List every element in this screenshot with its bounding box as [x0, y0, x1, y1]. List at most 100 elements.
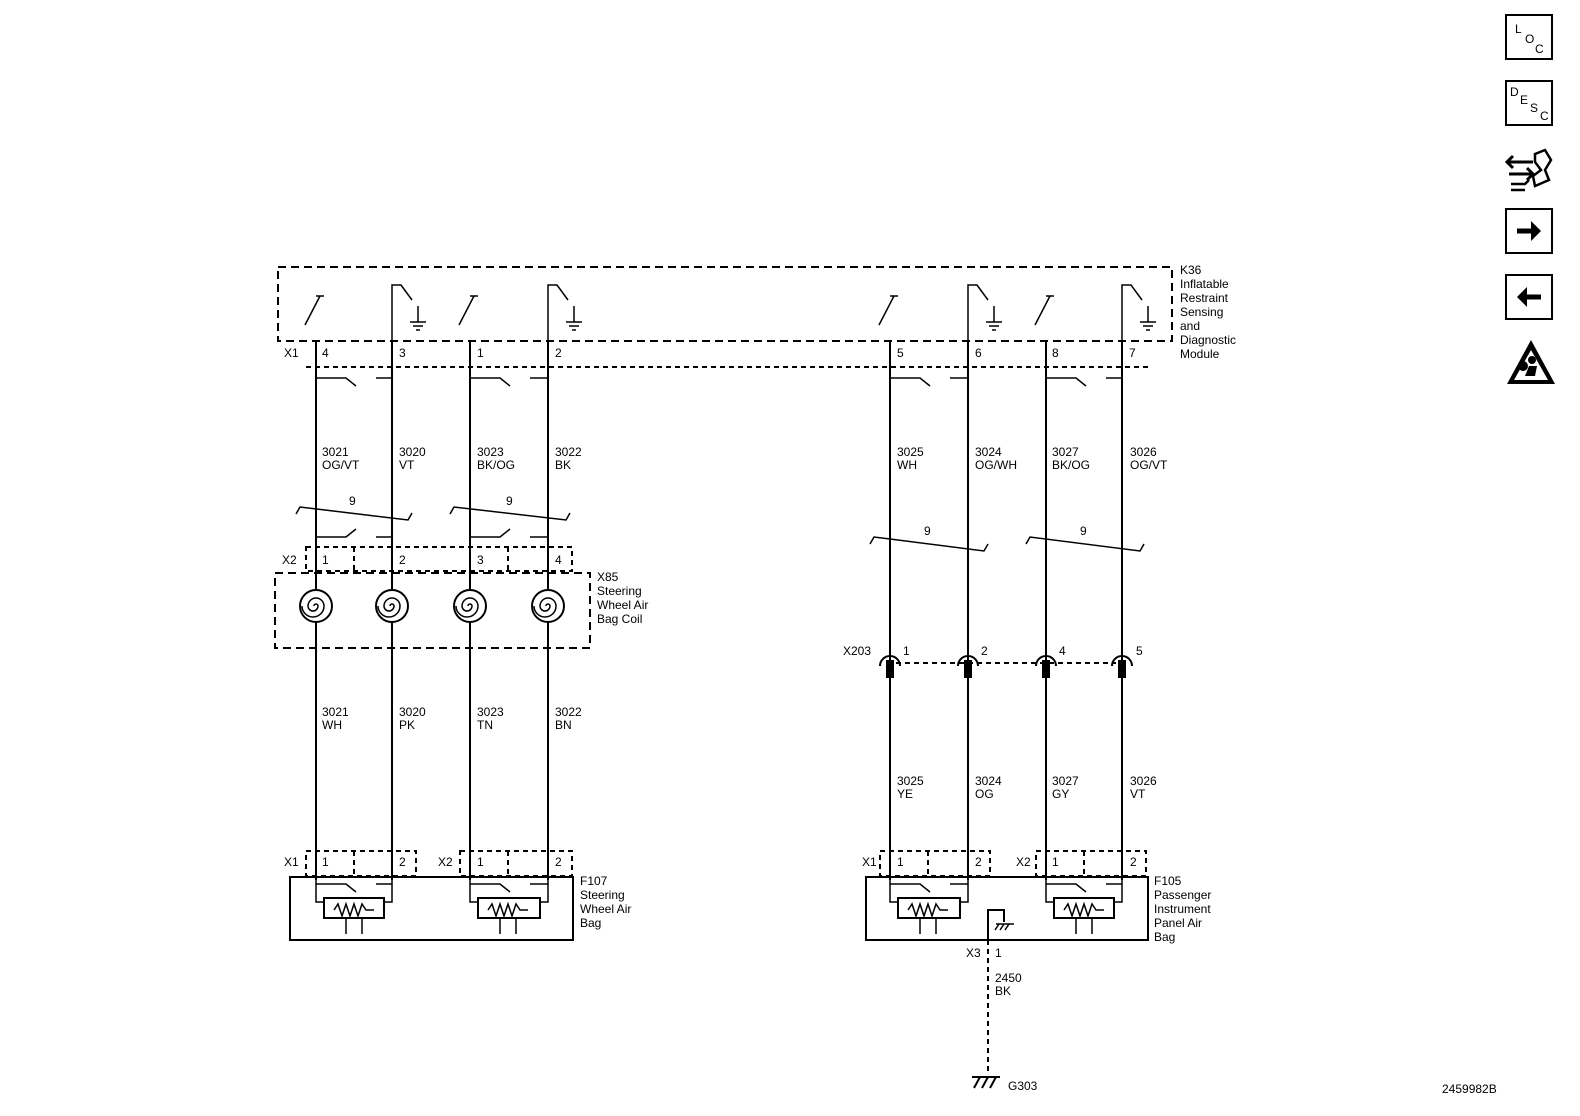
f107-pin: 1	[322, 855, 329, 869]
k36-desc-line-4: and	[1180, 319, 1200, 333]
wire-label-circuit: 3026	[1130, 445, 1157, 459]
f107-pin: 2	[399, 855, 406, 869]
x203-pin-5: 5	[1136, 644, 1143, 658]
ground-g303-label: G303	[1008, 1079, 1038, 1093]
f105-x2-label: X2	[1016, 855, 1031, 869]
arrow-left-icon	[1517, 287, 1541, 307]
k36-module-box	[277, 266, 1173, 342]
twist-label: 9	[349, 494, 356, 508]
k36-desc-line-3: Sensing	[1180, 305, 1223, 319]
next-page-button[interactable]	[1505, 208, 1553, 254]
k36-pin-3: 3	[399, 346, 406, 360]
x85-desc-line-1: Steering	[597, 584, 642, 598]
wire-label-circuit: 3021	[322, 445, 349, 459]
f105-desc-line-4: Bag	[1154, 930, 1175, 944]
k36-x1-label: X1	[284, 346, 299, 360]
ground-wire-color: BK	[995, 984, 1011, 998]
desc-letter-d: D	[1510, 85, 1519, 99]
wrench-arrows-icon	[1505, 148, 1553, 192]
k36-desc-line-2: Restraint	[1180, 291, 1229, 305]
twist-label: 9	[1080, 524, 1087, 538]
connector-info-button[interactable]	[1505, 146, 1553, 192]
desc-letter-c: C	[1540, 109, 1549, 123]
k36-desc-line-1: Inflatable	[1180, 277, 1229, 291]
x85-x2-connector	[305, 546, 573, 572]
x85-desc-line-3: Bag Coil	[597, 612, 642, 626]
wire-label-color: BK/OG	[477, 458, 515, 472]
location-button[interactable]: L O C	[1505, 14, 1553, 60]
f107-pin: 2	[555, 855, 562, 869]
f107-desc-line-3: Bag	[580, 916, 601, 930]
ground-wire-circuit: 2450	[995, 971, 1022, 985]
wire-label-circuit: 3025	[897, 774, 924, 788]
wire-label-circuit: 3022	[555, 445, 582, 459]
x85-pin-4: 4	[555, 553, 562, 567]
airbag-warning-button[interactable]	[1505, 338, 1555, 384]
f107-desc-line-2: Wheel Air	[580, 902, 631, 916]
f105-desc-line-3: Panel Air	[1154, 916, 1202, 930]
k36-pin-2: 2	[555, 346, 562, 360]
f105-desc-line-1: Passenger	[1154, 888, 1211, 902]
squib-icons	[315, 877, 1123, 934]
wire-label-circuit: 3027	[1052, 774, 1079, 788]
f105-pin: 1	[897, 855, 904, 869]
wire-label-circuit: 3023	[477, 705, 504, 719]
f105-pin: 2	[975, 855, 982, 869]
airbag-warning-icon	[1507, 340, 1555, 384]
wire-label-color: OG/VT	[1130, 458, 1168, 472]
ground-g303-icon	[972, 1076, 1000, 1089]
k36-pin-6: 6	[975, 346, 982, 360]
x203-pin-1: 1	[903, 644, 910, 658]
desc-letter-e: E	[1520, 93, 1528, 107]
f107-x2-label: X2	[438, 855, 453, 869]
x85-x2-label: X2	[282, 553, 297, 567]
loc-letter-l: L	[1515, 22, 1522, 36]
x203-pin-2: 2	[981, 644, 988, 658]
wire-label-circuit: 3024	[975, 774, 1002, 788]
wire-label-circuit: 3020	[399, 445, 426, 459]
f107-pin: 1	[477, 855, 484, 869]
f107-ref: F107	[580, 874, 608, 888]
wire-label-circuit: 3021	[322, 705, 349, 719]
wire-label-color: PK	[399, 718, 415, 732]
x3-label: X3	[966, 946, 981, 960]
wire-label-color: GY	[1052, 787, 1069, 801]
wire-label-color: YE	[897, 787, 913, 801]
x3-pin-1: 1	[995, 946, 1002, 960]
wire-label-circuit: 3020	[399, 705, 426, 719]
twisted-pair-markers: 9 9 9 9	[295, 494, 1145, 552]
wire-label-color: WH	[897, 458, 917, 472]
wire-label-color: TN	[477, 718, 493, 732]
figure-id: 2459982B	[1442, 1082, 1497, 1096]
twist-label: 9	[506, 494, 513, 508]
x203-pin-4: 4	[1059, 644, 1066, 658]
loc-letter-o: O	[1525, 32, 1534, 46]
lower-wire-labels: 3021 WH 3020 PK 3023 TN 3022 BN 3025 YE …	[322, 705, 1157, 801]
x85-module-box	[274, 572, 591, 649]
f107-x1-label: X1	[284, 855, 299, 869]
wire-label-color: OG/VT	[322, 458, 360, 472]
x203-terminal-icons	[879, 655, 1133, 678]
wire-label-color: VT	[399, 458, 415, 472]
upper-wire-labels: 3021 OG/VT 3020 VT 3023 BK/OG 3022 BK 30…	[322, 445, 1168, 472]
wire-label-color: OG/WH	[975, 458, 1017, 472]
k36-switch-group	[304, 284, 1156, 340]
arrow-right-icon	[1517, 221, 1541, 241]
wire-label-circuit: 3027	[1052, 445, 1079, 459]
f105-pin: 1	[1052, 855, 1059, 869]
k36-ref: K36	[1180, 263, 1202, 277]
f105-ref: F105	[1154, 874, 1182, 888]
wire-label-color: BN	[555, 718, 572, 732]
f107-desc-line-1: Steering	[580, 888, 625, 902]
k36-pin-1: 1	[477, 346, 484, 360]
k36-pin-8: 8	[1052, 346, 1059, 360]
x85-pin-1: 1	[322, 553, 329, 567]
x85-pin-2: 2	[399, 553, 406, 567]
k36-pin-7: 7	[1129, 346, 1136, 360]
wire-label-circuit: 3023	[477, 445, 504, 459]
previous-page-button[interactable]	[1505, 274, 1553, 320]
description-button[interactable]: D E S C	[1505, 80, 1553, 126]
k36-pin-5: 5	[897, 346, 904, 360]
x85-ref: X85	[597, 570, 619, 584]
